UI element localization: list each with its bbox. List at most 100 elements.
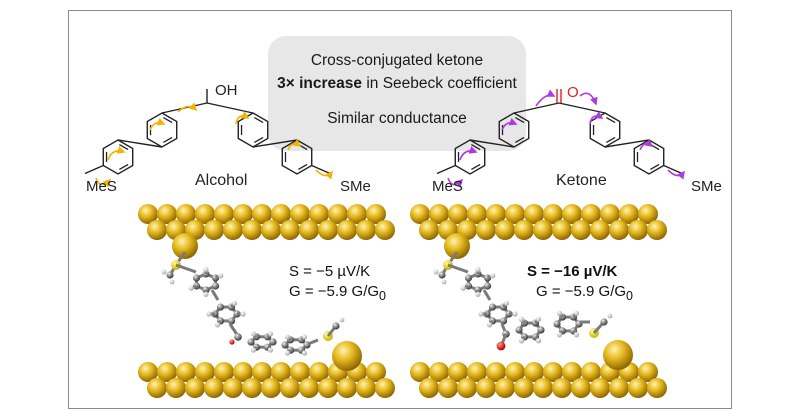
ketone-top-adatom xyxy=(444,233,470,259)
alcohol-ring-3-double-bond xyxy=(254,116,264,124)
alcohol-link-bond xyxy=(210,289,220,301)
alcohol-methyl-h xyxy=(161,269,167,275)
ketone-bottom-gold-atom xyxy=(505,362,525,382)
ketone-ring-3-hydrogen xyxy=(518,316,525,322)
alcohol-bottom-gold-atom xyxy=(185,378,205,398)
ketone-oxygen xyxy=(496,341,506,351)
alcohol-bottom-adatom xyxy=(332,341,362,371)
ketone-top-gold-atom xyxy=(600,204,620,224)
alcohol-bottom-gold-atom xyxy=(280,378,300,398)
ketone-ring-4 xyxy=(633,139,665,175)
alcohol-top-gold-atom xyxy=(337,220,357,240)
ketone-arrow-ring3 xyxy=(589,111,604,125)
alcohol-ring-1-double-bond xyxy=(119,163,129,171)
ketone-g-text: G = −5.9 G/G xyxy=(536,283,627,300)
ketone-top-gold-atom xyxy=(448,204,468,224)
alcohol-ring-2-carbon xyxy=(227,317,236,325)
alcohol-ring-2-hydrogen xyxy=(240,311,246,317)
alcohol-top-gold-atom xyxy=(271,204,291,224)
alcohol-ring-2-double-bond xyxy=(163,136,173,144)
ketone-bottom-adatom xyxy=(603,340,633,370)
alcohol-bottom-gold-atom xyxy=(242,378,262,398)
ketone-s-bond xyxy=(436,164,456,175)
alcohol-bottom-gold-atom xyxy=(147,378,167,398)
ketone-conductance-value: G = −5.9 G/G0 xyxy=(536,283,633,303)
alcohol-conductance-value: G = −5.9 G/G0 xyxy=(289,283,386,303)
alcohol-gold-electrodes xyxy=(138,204,395,398)
alcohol-top-gold-atom xyxy=(242,220,262,240)
alcohol-bottom-gold-atom xyxy=(214,362,234,382)
ketone-ring-4-double-bond xyxy=(650,163,660,171)
alcohol-bottom-gold-atom xyxy=(271,362,291,382)
alcohol-central-bond xyxy=(206,102,254,114)
ketone-ring-2-carbon xyxy=(488,303,497,311)
ketone-ring-1-hydrogen xyxy=(475,291,481,297)
alcohol-ring-2-carbon xyxy=(216,303,225,311)
alcohol-bottom-gold-atom xyxy=(366,362,386,382)
ketone-bottom-gold-atom xyxy=(571,378,591,398)
callout-line-1: Cross-conjugated ketone xyxy=(310,52,484,69)
ketone-ring-3-hydrogen xyxy=(535,316,542,322)
ketone-ring-3-hydrogen xyxy=(535,338,542,344)
alcohol-g-text: G = −5.9 G/G xyxy=(289,283,380,300)
ketone-biaryl-bond xyxy=(604,139,650,148)
ketone-s-ring-bond xyxy=(447,263,469,274)
ketone-top-gold-atom xyxy=(505,204,525,224)
alcohol-g-sub: 0 xyxy=(379,289,386,303)
alcohol-arrow-central xyxy=(177,102,198,113)
ketone-ring-1 xyxy=(454,139,486,175)
ketone-top-gold-atom xyxy=(514,220,534,240)
alcohol-bottom-gold-atom xyxy=(176,362,196,382)
ketone-top-gold-atom xyxy=(495,220,515,240)
alcohol-top-adatom xyxy=(172,233,198,259)
alcohol-top-gold-atom xyxy=(147,220,167,240)
alcohol-oxygen xyxy=(229,339,235,345)
ketone-seebeck-value: S = −16 µV/K xyxy=(527,263,618,280)
alcohol-s-ring-bond xyxy=(175,263,197,274)
ketone-arrow-to-o-left xyxy=(535,89,556,107)
alcohol-top-gold-atom xyxy=(223,220,243,240)
ketone-bottom-gold-atom xyxy=(419,378,439,398)
alcohol-ring-3-carbon xyxy=(247,338,255,346)
ketone-top-gold-atom xyxy=(467,204,487,224)
alcohol-arrow-ring1 xyxy=(107,146,126,161)
ketone-ring-3-double-bond xyxy=(606,136,616,144)
alcohol-bottom-gold-atom xyxy=(299,378,319,398)
ketone-bottom-gold-atom xyxy=(581,362,601,382)
ketone-junction-molecule xyxy=(433,251,613,351)
alcohol-ring-3 xyxy=(237,112,269,148)
ketone-top-gold-atom xyxy=(410,204,430,224)
alcohol-ring-3-double-bond xyxy=(254,136,264,144)
alcohol-bottom-gold-atom xyxy=(309,362,329,382)
alcohol-biaryl-bond xyxy=(252,139,298,148)
ketone-bottom-gold-atom xyxy=(543,362,563,382)
alcohol-ring-3-hydrogen xyxy=(267,331,274,337)
ketone-bottom-gold-atom xyxy=(429,362,449,382)
ketone-ring-1-hydrogen xyxy=(460,285,466,291)
alcohol-bottom-gold-atom xyxy=(290,362,310,382)
ketone-bottom-gold-atom xyxy=(467,362,487,382)
alcohol-ring-4-hydrogen xyxy=(301,350,308,356)
ketone-link-bond xyxy=(482,289,492,301)
ketone-arrow-ring4 xyxy=(639,138,654,151)
alcohol-top-gold-atom xyxy=(280,220,300,240)
alcohol-arrow-ring2 xyxy=(149,117,166,131)
ketone-o-label: O xyxy=(567,84,579,101)
alcohol-arrow-ring4 xyxy=(287,138,302,151)
ketone-bottom-gold-atom xyxy=(562,362,582,382)
alcohol-ring-4-double-bond xyxy=(298,163,308,171)
alcohol-bottom-gold-atom xyxy=(166,378,186,398)
alcohol-s-bond xyxy=(84,164,104,175)
alcohol-top-gold-atom xyxy=(356,220,376,240)
ketone-top-gold-atom xyxy=(486,204,506,224)
ketone-top-gold-atom xyxy=(619,204,639,224)
alcohol-top-gold-atom xyxy=(309,204,329,224)
ketone-bottom-gold-atom xyxy=(476,378,496,398)
ketone-ring-2-carbon xyxy=(499,317,508,325)
ketone-top-gold-atom xyxy=(552,220,572,240)
alcohol-ring-3-hydrogen xyxy=(267,347,274,353)
alcohol-bottom-gold-atom xyxy=(261,378,281,398)
ketone-ring-4-carbon xyxy=(553,320,561,328)
ketone-top-gold-atom xyxy=(609,220,629,240)
alcohol-biaryl-bond xyxy=(117,139,163,148)
